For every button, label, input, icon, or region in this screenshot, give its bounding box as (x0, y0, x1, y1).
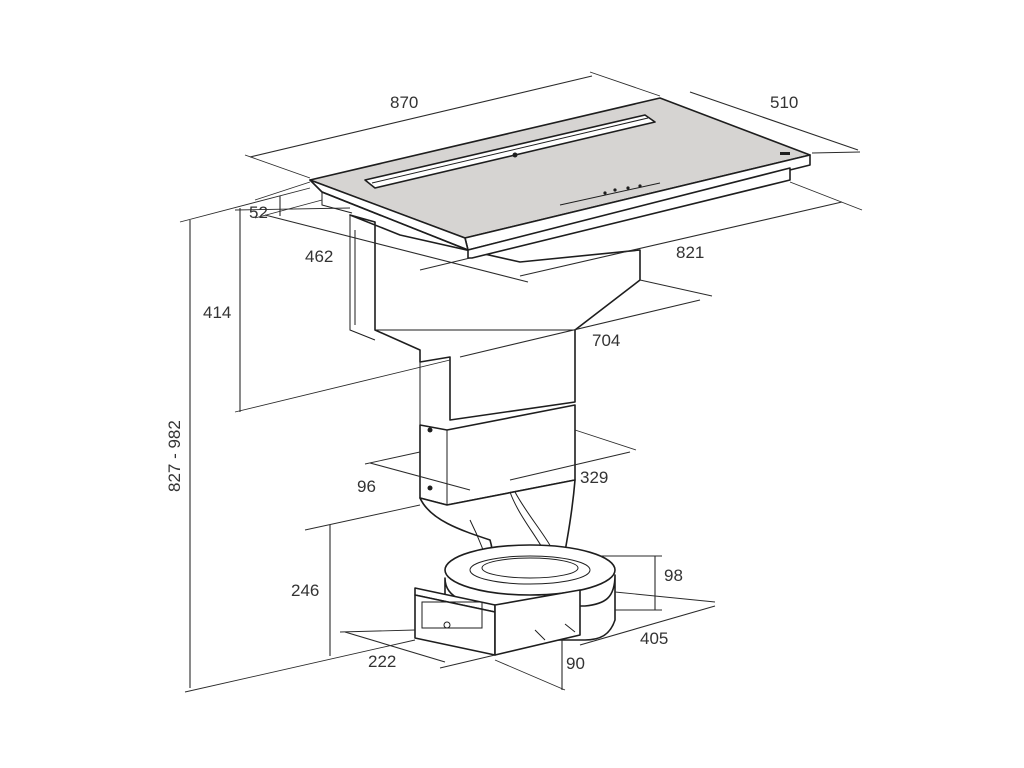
label-cutout-depth: 462 (305, 247, 333, 266)
label-motor-depth: 98 (664, 566, 683, 585)
label-total-height: 827 - 982 (165, 420, 184, 492)
label-cutout-width: 821 (676, 243, 704, 262)
frame-edge (321, 192, 353, 214)
label-upper-duct-height: 414 (203, 303, 231, 322)
vent-knob (512, 152, 518, 158)
ext-line (244, 154, 311, 179)
dim-line-704 (459, 299, 701, 358)
ext-line (234, 359, 451, 413)
ext-line (339, 629, 416, 633)
outlet-opening (421, 601, 483, 629)
dim-line-870 (249, 75, 593, 158)
outlet-mark (564, 623, 576, 633)
ext-line (304, 504, 421, 531)
outlet-mark (534, 629, 546, 641)
ext-line (184, 639, 416, 693)
ext-line (419, 257, 471, 271)
label-outlet-width: 222 (368, 652, 396, 671)
ext-line (234, 207, 351, 211)
label-duct-width: 704 (592, 331, 620, 350)
label-outlet-height: 90 (566, 654, 585, 673)
motor-ring (469, 555, 591, 585)
ext-line (574, 429, 637, 451)
label-motor-height: 246 (291, 581, 319, 600)
dim-line-405 (579, 605, 716, 646)
ext-line (589, 71, 661, 97)
screw-marker (427, 485, 433, 491)
dim-line-222 (344, 631, 446, 663)
ext-line (494, 659, 566, 691)
label-total-depth: 510 (770, 93, 798, 112)
dimension-labels: 870 510 52 462 821 414 704 96 329 827 - … (165, 93, 798, 673)
control-strip (559, 182, 661, 206)
side-flange (349, 215, 376, 341)
label-lower-duct-width: 329 (580, 468, 608, 487)
motor-ring-inner (481, 557, 579, 579)
ext-line (364, 451, 421, 465)
hob-top (309, 97, 811, 259)
ext-line (254, 181, 311, 201)
dim-line-462 (264, 214, 529, 283)
label-lower-duct-depth: 96 (357, 477, 376, 496)
dim-line-96 (369, 462, 471, 491)
ext-line (179, 187, 311, 223)
dim-line-510 (689, 91, 859, 151)
upper-duct (349, 214, 641, 421)
label-total-width: 870 (390, 93, 418, 112)
motor-top (444, 544, 616, 596)
label-motor-width: 405 (640, 629, 668, 648)
ext-line (789, 181, 863, 211)
extractor-body (349, 214, 641, 656)
outlet-clip (443, 621, 451, 629)
ext-line (614, 591, 716, 603)
vent-slot-inner (371, 117, 649, 184)
outlet-box-side (494, 589, 581, 656)
dim-line-821 (519, 201, 843, 277)
control-icons (603, 152, 790, 195)
hob-frame (321, 167, 791, 259)
ext-line (811, 151, 861, 154)
ext-line (639, 279, 713, 297)
label-glass-thickness: 52 (249, 203, 268, 222)
dimension-lines (179, 71, 863, 693)
ext-line (439, 654, 496, 669)
dim-line-329 (509, 451, 631, 481)
screw-marker (427, 427, 433, 433)
